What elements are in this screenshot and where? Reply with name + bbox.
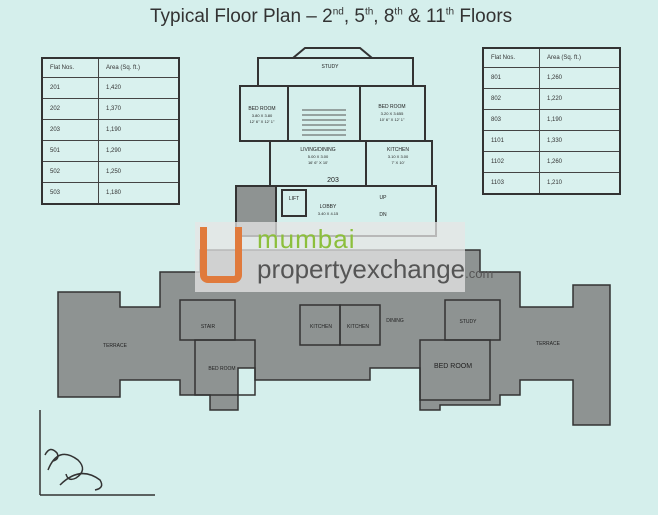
watermark: mumbai propertyexchange.com [195,222,493,292]
corner-ornament [39,410,155,496]
label-living: LIVING/DINING [300,147,335,153]
label-up: UP [380,195,388,201]
label-stair: STAIR [201,324,216,330]
label-study: STUDY [322,64,340,70]
label-dining: DINING [386,318,404,324]
top-row-rooms [257,57,414,87]
label-lobby: LOBBY [320,204,337,210]
label-kitchen-a: KITCHEN [310,324,332,330]
dim: 3.80 X 3.80 [252,113,273,118]
label-terrace-left: TERRACE [103,343,128,349]
dim: 3.20 X 3.655 [381,111,404,116]
label-terrace-right: TERRACE [536,341,561,347]
living-kitchen-row [269,140,433,187]
table-header: Flat Nos.Area (Sq. ft.) [482,47,621,68]
watermark-logo [200,227,242,283]
page-title: Typical Floor Plan – 2nd, 5th, 8th & 11t… [150,6,513,27]
flat-number: 203 [327,177,339,184]
watermark-line2: propertyexchange.com [257,254,494,284]
label-bedroom-left: BED ROOM [248,106,275,112]
label-bedroom-bottom-right: BED ROOM [434,363,472,370]
dim: 7' X 10' [391,160,404,165]
label-bedroom-bottom-left: BED ROOM [208,366,235,372]
label-dn: DN [379,212,387,218]
watermark-line1: mumbai [257,224,356,254]
bay-window [290,47,375,59]
label-lift: LIFT [289,196,299,202]
label-study-right: STUDY [460,319,478,325]
stair-lines [302,109,346,136]
dim: 10' 6" X 12' 1" [380,117,405,122]
label-kitchen-b: KITCHEN [347,324,369,330]
lift-box [281,189,307,217]
dim: 5.00 X 3.00 [308,154,329,159]
dim: 12' 6" X 12' 1" [250,119,275,124]
dim: 3.40 X 4.15 [318,211,339,216]
lower-walls [179,299,501,401]
label-kitchen: KITCHEN [387,147,409,153]
dim: 16' 6" X 10' [308,160,328,165]
label-bedroom-right: BED ROOM [378,104,405,110]
dim: 3.10 X 3.00 [388,154,409,159]
